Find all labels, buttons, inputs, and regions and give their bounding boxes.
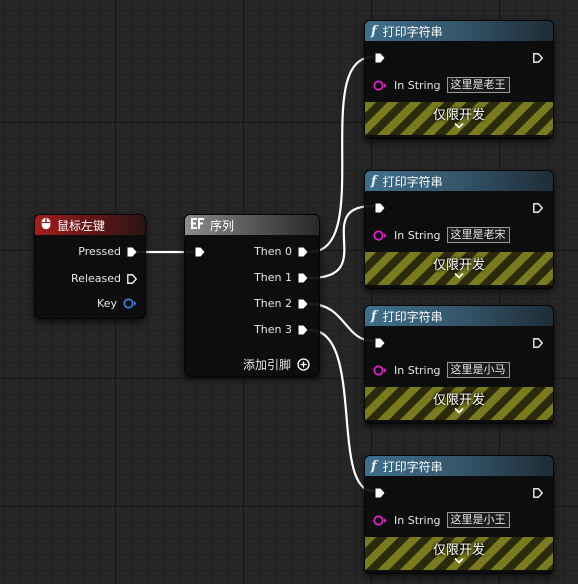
development-only-label: 仅限开发 xyxy=(432,108,485,123)
sequence-icon xyxy=(191,218,205,232)
key-label: Key xyxy=(97,297,117,310)
exec-in-pin-icon[interactable] xyxy=(375,203,385,213)
exec-out-pin-icon[interactable] xyxy=(533,203,543,213)
released-pin[interactable]: Released xyxy=(71,272,137,285)
then-0-pin[interactable]: Then 0 xyxy=(254,245,308,258)
node-header: 鼠标左键 xyxy=(35,215,145,235)
string-pin-icon[interactable] xyxy=(373,364,389,376)
exec-in-pin-icon[interactable] xyxy=(195,247,205,257)
in-string-value-field[interactable]: 这里是老宋 xyxy=(446,227,510,243)
development-only-label: 仅限开发 xyxy=(432,543,485,558)
in-string-pin[interactable]: In String 这里是小王 xyxy=(373,512,510,528)
node-header: 序列 xyxy=(185,215,319,235)
then-1-pin[interactable]: Then 1 xyxy=(254,271,308,284)
key-pin[interactable]: Key xyxy=(97,297,137,310)
exec-out-pin-icon[interactable] xyxy=(533,338,543,348)
node-title: 鼠标左键 xyxy=(57,218,106,233)
development-only-banner: 仅限开发 xyxy=(365,252,553,285)
exec-out-pin-icon[interactable] xyxy=(127,273,137,284)
then-3-label: Then 3 xyxy=(254,323,292,336)
node-title: 打印字符串 xyxy=(382,309,443,324)
chevron-down-icon[interactable] xyxy=(365,121,553,132)
mouse-icon xyxy=(41,217,51,233)
node-header: f 打印字符串 xyxy=(365,456,553,476)
node-title: 打印字符串 xyxy=(382,174,443,189)
development-only-banner: 仅限开发 xyxy=(365,387,553,420)
then-1-label: Then 1 xyxy=(254,271,292,284)
sequence-node[interactable]: 序列 Then 0 Then 1 Then 2 Then 3 添加引脚 xyxy=(184,214,320,377)
exec-in-pin-icon[interactable] xyxy=(375,53,385,63)
print-string-node-4[interactable]: f 打印字符串 In String 这里是小王 仅限开发 xyxy=(364,455,554,574)
pressed-pin[interactable]: Pressed xyxy=(78,245,137,258)
in-string-label: In String xyxy=(394,228,441,242)
pressed-label: Pressed xyxy=(78,245,121,258)
in-string-pin[interactable]: In String 这里是老宋 xyxy=(373,227,510,243)
then-0-label: Then 0 xyxy=(254,245,292,258)
add-pin-label: 添加引脚 xyxy=(242,358,291,372)
node-title: 序列 xyxy=(210,218,235,233)
development-only-banner: 仅限开发 xyxy=(365,102,553,135)
exec-out-pin-icon[interactable] xyxy=(298,325,308,335)
print-string-node-2[interactable]: f 打印字符串 In String 这里是老宋 仅限开发 xyxy=(364,170,554,289)
function-icon: f xyxy=(371,458,377,474)
string-pin-icon[interactable] xyxy=(373,229,389,241)
in-string-pin[interactable]: In String 这里是小马 xyxy=(373,362,510,378)
chevron-down-icon[interactable] xyxy=(365,271,553,282)
exec-in-pin-icon[interactable] xyxy=(375,338,385,348)
in-string-value-field[interactable]: 这里是小马 xyxy=(446,362,510,378)
exec-out-pin-icon[interactable] xyxy=(298,273,308,283)
exec-in-pin-icon[interactable] xyxy=(375,488,385,498)
chevron-down-icon[interactable] xyxy=(365,406,553,417)
exec-out-pin-icon[interactable] xyxy=(298,247,308,257)
left-mouse-button-node[interactable]: 鼠标左键 Pressed Released Key xyxy=(34,214,146,319)
chevron-down-icon[interactable] xyxy=(365,556,553,567)
key-pin-icon[interactable] xyxy=(123,298,137,309)
node-header: f 打印字符串 xyxy=(365,171,553,191)
in-string-label: In String xyxy=(394,78,441,92)
function-icon: f xyxy=(371,308,377,324)
development-only-label: 仅限开发 xyxy=(432,258,485,273)
string-pin-icon[interactable] xyxy=(373,79,389,91)
exec-out-pin-icon[interactable] xyxy=(127,247,137,257)
in-string-label: In String xyxy=(394,363,441,377)
node-header: f 打印字符串 xyxy=(365,21,553,41)
exec-out-pin-icon[interactable] xyxy=(533,488,543,498)
in-string-value-field[interactable]: 这里是老王 xyxy=(446,77,510,93)
function-icon: f xyxy=(371,173,377,189)
development-only-banner: 仅限开发 xyxy=(365,537,553,570)
print-string-node-3[interactable]: f 打印字符串 In String 这里是小马 仅限开发 xyxy=(364,305,554,424)
exec-out-pin-icon[interactable] xyxy=(533,53,543,63)
print-string-node-1[interactable]: f 打印字符串 In String 这里是老王 仅限开发 xyxy=(364,20,554,139)
function-icon: f xyxy=(371,23,377,39)
exec-out-pin-icon[interactable] xyxy=(298,299,308,309)
then-2-pin[interactable]: Then 2 xyxy=(254,297,308,310)
in-string-value-field[interactable]: 这里是小王 xyxy=(446,512,510,528)
node-title: 打印字符串 xyxy=(382,459,443,474)
development-only-label: 仅限开发 xyxy=(432,393,485,408)
add-pin-button[interactable]: 添加引脚 xyxy=(243,356,310,373)
in-string-label: In String xyxy=(394,513,441,527)
then-2-label: Then 2 xyxy=(254,297,292,310)
plus-circle-icon xyxy=(297,358,310,371)
string-pin-icon[interactable] xyxy=(373,514,389,526)
node-header: f 打印字符串 xyxy=(365,306,553,326)
then-3-pin[interactable]: Then 3 xyxy=(254,323,308,336)
in-string-pin[interactable]: In String 这里是老王 xyxy=(373,77,510,93)
node-title: 打印字符串 xyxy=(382,24,443,39)
released-label: Released xyxy=(71,272,121,285)
